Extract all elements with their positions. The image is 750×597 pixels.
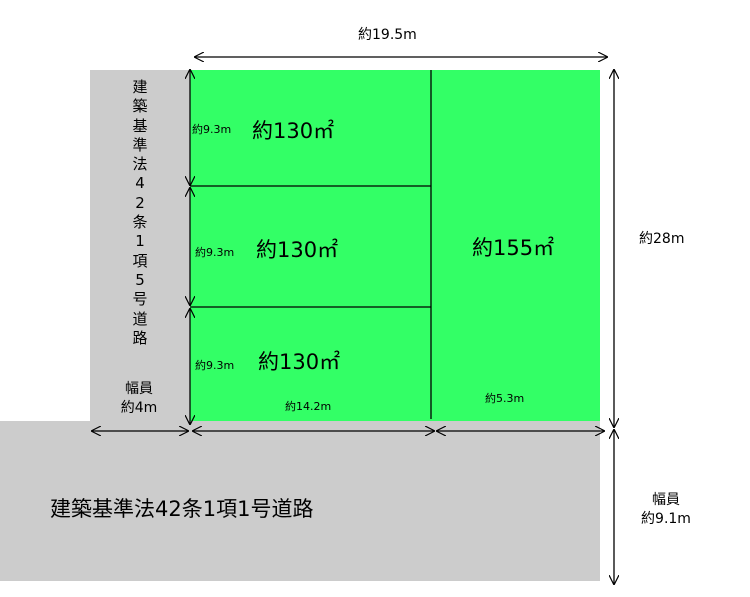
side-road-name-char: 建 — [132, 78, 148, 96]
side-road-name-char: 条 — [132, 213, 148, 232]
side-road-name-char: 項 — [132, 251, 148, 270]
lot-depth-label-1: 約9.3m — [192, 123, 232, 136]
side-road-name-char: 道 — [132, 309, 148, 328]
side-road-name-char: 準 — [132, 135, 148, 154]
total-depth-label: 約28m — [639, 231, 685, 247]
side-road-name-char: 1 — [135, 232, 145, 251]
lot-1-area: 約130㎡ — [252, 119, 335, 143]
side-road-name-char: 路 — [132, 328, 148, 347]
side-road — [90, 70, 190, 422]
side-road-name-char: 号 — [132, 290, 148, 309]
side-road-name-char: 5 — [135, 270, 145, 289]
side-road-name-char: 法 — [132, 155, 148, 174]
land-parcel — [190, 70, 600, 421]
side-road-width-label: 幅員 約4m — [120, 381, 158, 416]
lot-depth-label-3: 約9.3m — [195, 359, 235, 372]
side-road-name-char: 4 — [135, 174, 145, 193]
lot-3-area: 約130㎡ — [258, 350, 341, 374]
front-road-name: 建築基準法42条1項1号道路 — [50, 497, 314, 521]
side-road-name-char: 基 — [132, 116, 148, 135]
left-lot-width-label: 約14.2m — [285, 400, 332, 413]
front-road — [0, 421, 600, 581]
side-road-name-char: 2 — [135, 193, 145, 212]
front-road-width-label: 幅員 約9.1m — [641, 492, 691, 527]
right-lot-width-label: 約5.3m — [485, 392, 525, 405]
total-width-label: 約19.5m — [358, 27, 417, 43]
lot-depth-label-2: 約9.3m — [195, 246, 235, 259]
lot-2-area: 約130㎡ — [256, 238, 339, 262]
side-road-name-char: 築 — [132, 97, 148, 116]
lot-4-area: 約155㎡ — [472, 236, 555, 260]
